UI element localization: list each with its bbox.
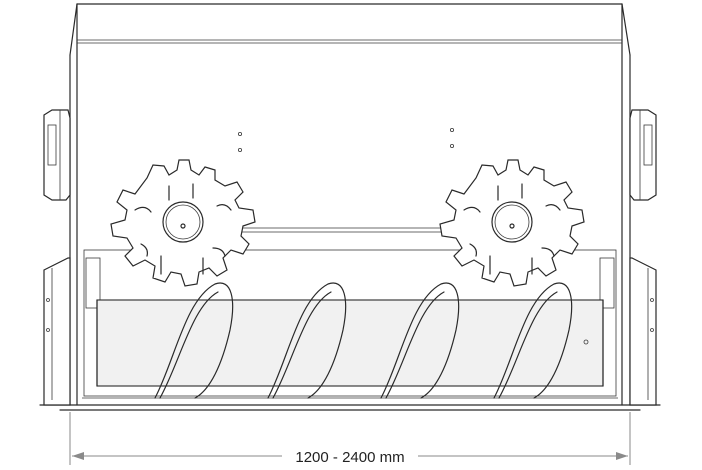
left-rotor [110, 159, 256, 287]
arrow-right-icon [616, 452, 628, 460]
width-dimension: 1200 - 2400 mm [69, 412, 631, 466]
auger-flights [154, 282, 573, 399]
dimension-label: 1200 - 2400 mm [295, 449, 404, 466]
auger-drum [96, 299, 604, 387]
right-side-bracket [629, 109, 657, 406]
arrow-left-icon [72, 452, 84, 460]
bucket-frame [39, 3, 661, 411]
right-rotor [439, 159, 585, 287]
inner-guides [85, 227, 615, 309]
left-side-bracket [43, 109, 71, 406]
fasteners [237, 127, 454, 152]
